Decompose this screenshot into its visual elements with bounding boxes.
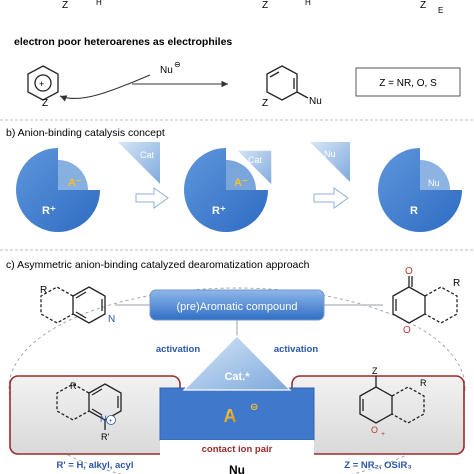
anion-c-charge: ⊖	[250, 402, 258, 413]
anion-2-label: A⁻	[234, 177, 248, 189]
pyridinium-charge-circle	[106, 415, 116, 425]
top-mid-z: Z	[262, 0, 268, 11]
pyridine-structure	[40, 286, 106, 324]
nucleophile-label: Nu	[160, 65, 173, 76]
anion-c-label: A	[224, 406, 237, 426]
chromone-r: R	[453, 278, 460, 289]
top-right-e: E	[438, 6, 443, 15]
product-nu-label: Nu	[428, 178, 440, 188]
pyrylium-charge: +	[381, 431, 385, 438]
pyrylium-r: R	[420, 378, 427, 388]
anion-wedge-1	[58, 160, 88, 190]
process-arrow-2	[313, 187, 349, 209]
heteroarenium-structure	[27, 65, 59, 101]
activation-left-label: activation	[156, 344, 201, 355]
cycle-ellipse	[8, 287, 466, 474]
pyridinium-structure	[56, 383, 122, 430]
pyridinium-charge: +	[109, 418, 113, 425]
dihydro-product-structure	[266, 65, 309, 101]
section-c-title: c) Asymmetric anion-binding catalyzed de…	[6, 259, 310, 271]
pyridinium-n: N	[100, 414, 107, 424]
ring-heteroatom: Z	[42, 98, 48, 109]
contact-pair-label: contact ion pair	[202, 444, 273, 455]
pyridinium-rprime: R'	[101, 432, 109, 442]
pyridine-r: R	[40, 285, 47, 296]
process-arrow-1	[135, 187, 169, 209]
anion-wedge-2	[226, 160, 256, 190]
pyridinium-r: R	[70, 381, 77, 391]
cation-1-label: R⁺	[42, 205, 56, 217]
product-substituent: Nu	[309, 96, 322, 107]
catalyst-triangle-1	[118, 142, 160, 184]
bottom-nu: Nu	[229, 463, 245, 474]
pyrylium-structure	[359, 376, 425, 424]
nucleophile-charge: ⊖	[174, 60, 181, 69]
anion-block	[159, 387, 315, 441]
catalyst-triangle-2	[234, 149, 273, 188]
catalyst-1-label: Cat	[140, 150, 155, 160]
nucleophile-triangle	[310, 142, 350, 182]
product-nu-wedge	[420, 160, 450, 190]
definition-text: Z = NR, O, S	[379, 78, 437, 89]
top-right-z: Z	[420, 0, 426, 11]
cation-2-label: R⁺	[212, 205, 226, 217]
pyrylium-z: Z	[372, 366, 378, 376]
ring-charge: +	[39, 79, 44, 89]
anion-1-label: A⁻	[68, 177, 82, 189]
prearomatic-label: (pre)Aromatic compound	[176, 301, 297, 313]
catalyst-2-label: Cat	[248, 155, 263, 165]
activation-right-label: activation	[274, 344, 319, 355]
nucleophile-b-label: Nu	[324, 149, 336, 159]
nucleophilic-attack-arrow	[59, 74, 151, 102]
left-definition: R' = H, alkyl, acyl	[57, 460, 134, 471]
product-r-label: R	[410, 205, 418, 217]
chromone-ring-o: O	[403, 325, 411, 336]
top-left-h: H	[96, 0, 102, 7]
top-mid-h: H	[305, 0, 311, 7]
section-b-title: b) Anion-binding catalysis concept	[6, 127, 165, 139]
catalyst-triangle-c	[182, 335, 292, 391]
top-cut-fragment: Z H Z H Z E	[62, 0, 443, 15]
chromone-structure	[392, 276, 458, 324]
product-heteroatom: Z	[262, 98, 268, 109]
contact-pair-strip	[160, 440, 314, 456]
pyridine-n: N	[108, 314, 115, 325]
chromone-carbonyl-o: O	[405, 266, 413, 277]
right-definition: Z = NR₂, OSiR₃	[344, 460, 411, 471]
section-a-title: electron poor heteroarenes as electrophi…	[14, 36, 232, 48]
definition-box	[355, 67, 461, 97]
top-left-z: Z	[62, 0, 68, 11]
catalyst-c-label: Cat.*	[224, 371, 250, 383]
pyrylium-o: O	[371, 425, 378, 435]
